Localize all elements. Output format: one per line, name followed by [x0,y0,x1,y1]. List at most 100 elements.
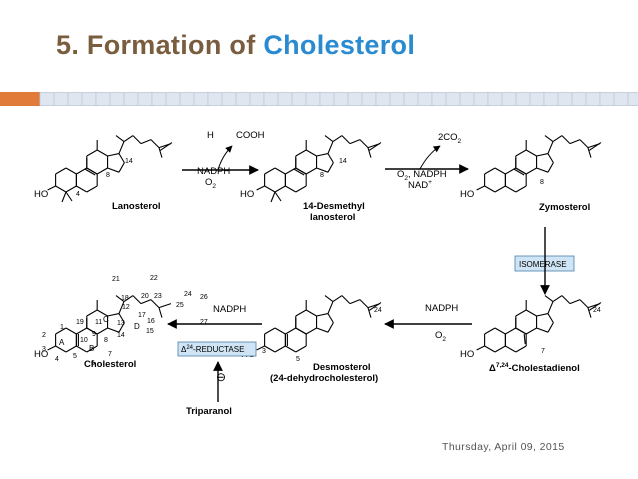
ring-bond [107,327,120,333]
side-chain-bond [359,139,369,148]
ring-bond [86,327,98,335]
num-c22: 22 [150,275,158,282]
rule-grid-cell [95,92,111,106]
footer-date: Thursday, April 09, 2015 [442,441,565,453]
rule-grid-cell [165,92,181,106]
num-desmo-3: 3 [262,348,266,355]
num-c10: 10 [80,337,88,344]
num-c1: 1 [60,324,64,331]
num-c8: 8 [104,337,108,344]
methyl-bond [544,135,554,143]
methyl-bond [61,191,67,203]
ring-bond [65,345,77,353]
step1-cooh: COOH [236,130,265,141]
ring-bond [65,167,77,175]
ring-bond [505,345,517,353]
rule-grid-cell [571,92,587,106]
rule-grid-cell [109,92,125,106]
methyl-bond [115,295,125,303]
methyl-bond [324,295,334,303]
hydroxyl-lanosterol: HO [34,189,48,200]
ring-bond [547,322,554,333]
rule-grid-cell [529,92,545,106]
num-c26: 26 [200,294,208,301]
ring-bond [525,149,537,157]
step1-byproduct: H [207,130,214,141]
ring-bond [96,149,108,157]
ring-bond [274,345,286,353]
inhibitor-triparanol: Triparanol [186,406,232,417]
ring-bond [536,313,549,317]
rule-grid-cell [361,92,377,106]
rule-grid-cell [627,92,638,106]
rule-grid-cell [53,92,69,106]
rule-grid-cell [543,92,559,106]
side-chain-bond [150,139,160,148]
rule-grid-cell [557,92,573,106]
side-chain-bond [547,141,554,154]
ring-C: C [103,315,109,324]
rule-grid-cell [403,92,419,106]
rule-grid-cell [137,92,153,106]
ring-bond [107,313,120,317]
ring-bond [525,309,537,317]
rule-grid-cell [319,92,335,106]
num-desmo-5: 5 [296,356,300,363]
ring-bond [107,153,120,157]
ring-bond [295,327,307,335]
step1-nadph: NADPH [197,166,230,177]
cholestadienol-structure [476,295,602,353]
num-c24: 24 [184,291,192,298]
side-chain-bond [140,299,152,305]
rule-grid-cell [515,92,531,106]
side-chain-bond [158,307,163,318]
ring-bond [55,167,67,175]
step2-o2-nadph: O2, NADPH [397,169,447,182]
rule-grid-cell [501,92,517,106]
side-chain-bond [132,135,142,144]
rule-grid-cell [333,92,349,106]
side-chain-bond [140,139,152,145]
side-chain-bond [579,139,589,148]
rule-grid-cell [123,92,139,106]
ring-bond [295,345,307,353]
label-desmethyl-2: lanosterol [310,212,355,223]
methyl-bond [115,135,125,143]
rule-grid-cell [375,92,391,106]
reductase-box [177,341,257,357]
double-bond [368,302,382,312]
rule-grid-cell [39,92,55,106]
ring-bond [118,322,125,333]
ring-bond [285,327,297,335]
title-rule [0,92,638,106]
num-c18: 18 [121,295,129,302]
label-desmethyl-1: 14-Desmethyl [303,201,365,212]
rule-grid-cell [193,92,209,106]
rule-grid-cell [263,92,279,106]
rule-grid-cell [81,92,97,106]
hydroxyl-bond [256,185,265,191]
ring-bond [118,313,125,323]
ring-bond [484,167,496,175]
num-c27: 27 [200,319,208,326]
ring-bond [65,185,77,193]
ring-bond [55,345,67,353]
double-bond [368,142,382,152]
num-c20: 20 [141,293,149,300]
ring-bond [316,153,329,157]
ring-bond [327,153,334,163]
num-desm-14: 14 [339,158,347,165]
ring-bond [295,167,307,175]
ring-bond [494,167,506,175]
rule-grid-cell [249,92,265,106]
step2-nad: NAD+ [408,179,432,191]
side-chain-bond [158,147,163,158]
molecule-structures [47,135,602,353]
double-bond [588,302,602,312]
step4-o2: O2 [435,330,446,343]
ring-bond [505,327,517,335]
ring-bond [305,167,317,175]
rule-grid-cell [179,92,195,106]
ring-bond [494,345,506,353]
inhibitor-symbol: ⊖ [216,370,226,384]
